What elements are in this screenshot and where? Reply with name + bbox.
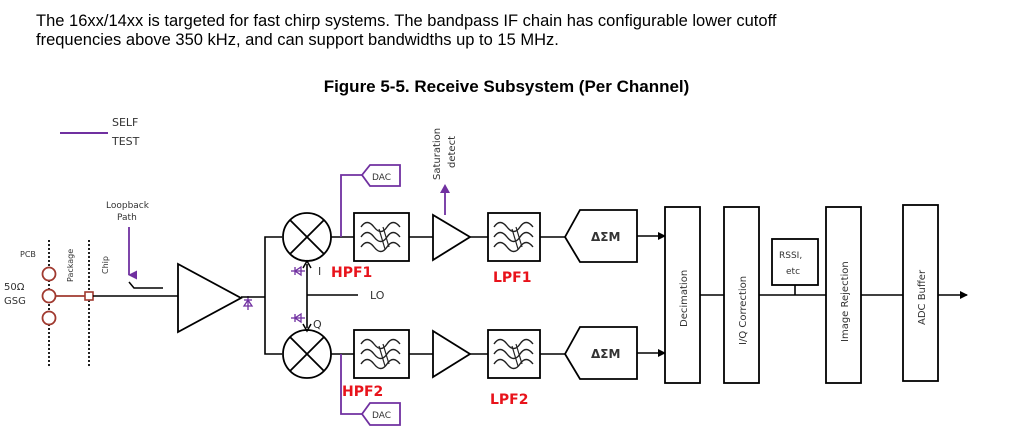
adc-buffer-label: ADC Buffer	[917, 269, 928, 325]
i-label: I	[318, 265, 321, 278]
saturation-arrow-icon	[440, 184, 450, 193]
lpf1-annotation: LPF1	[493, 270, 532, 286]
hpf1-annotation: HPF1	[331, 265, 372, 281]
self-test-legend-label-2: TEST	[111, 135, 140, 148]
intro-paragraph: The 16xx/14xx is targeted for fast chirp…	[36, 12, 996, 50]
dac-top-box	[360, 164, 401, 187]
adc2-label: ΔΣM	[591, 347, 620, 361]
adc2-delta-sigma: ΔΣM	[563, 326, 638, 380]
image-rejection-block: Image Rejection	[825, 206, 862, 384]
loopback-coupler	[128, 281, 163, 289]
rssi-block: RSSI, etc	[771, 238, 819, 295]
paragraph-line-2: frequencies above 350 kHz, and can suppo…	[36, 31, 559, 49]
lo-q-arrow-icon	[302, 323, 312, 333]
lo-q-test-diode-icon	[290, 313, 306, 323]
hpf2-annotation: HPF2	[342, 384, 383, 400]
lna-amplifier-icon	[177, 262, 243, 334]
saturation-detect: Saturation detect	[432, 128, 458, 215]
port-type-label: GSG	[4, 296, 26, 307]
decimation-label: Decimation	[679, 270, 690, 327]
lpf1-filter	[487, 212, 541, 262]
if-amp2-icon	[432, 329, 472, 379]
self-test-legend-label-1: SELF	[112, 116, 138, 129]
adc1-delta-sigma: ΔΣM	[563, 209, 638, 263]
iq-correction-label: I/Q Correction	[738, 276, 749, 345]
lo-label: LO	[370, 289, 385, 302]
dac-top: DAC	[340, 164, 401, 237]
package-label: Package	[66, 249, 75, 282]
image-rejection-label: Image Rejection	[840, 261, 851, 342]
port-impedance-label: 50Ω	[4, 282, 25, 293]
gsg-port: 50Ω GSG	[4, 266, 94, 326]
self-test-legend: SELF TEST	[60, 116, 140, 148]
signal-pad-icon	[41, 288, 57, 304]
mixer-split-line	[264, 236, 282, 355]
mixer-i-icon	[282, 212, 332, 262]
ground-pad-bottom-icon	[41, 310, 57, 326]
dac-top-label: DAC	[372, 173, 391, 183]
decimation-block: Decimation	[664, 206, 701, 384]
loopback-label-2: Path	[117, 213, 137, 223]
dac-bottom-label: DAC	[372, 411, 391, 421]
saturation-label-1: Saturation	[432, 128, 443, 180]
adc1-label: ΔΣM	[591, 230, 620, 244]
saturation-label-2: detect	[447, 136, 458, 168]
dac-bottom: DAC	[340, 354, 401, 426]
lo-distribution: LO I Q	[290, 259, 385, 333]
loopback-path: Loopback Path	[106, 201, 163, 289]
ground-pad-top-icon	[41, 266, 57, 282]
mixer-q-icon	[282, 329, 332, 379]
hpf2-filter	[353, 329, 410, 379]
dac-bottom-line	[340, 354, 362, 415]
lna-test-diode-icon	[243, 295, 253, 311]
loopback-label-1: Loopback	[106, 201, 150, 211]
q-label: Q	[313, 318, 322, 331]
lo-i-test-diode-icon	[290, 266, 306, 276]
pcb-label: PCB	[20, 250, 36, 259]
paragraph-line-1: The 16xx/14xx is targeted for fast chirp…	[36, 12, 777, 30]
adc-buffer-block: ADC Buffer	[902, 204, 939, 382]
dac-bottom-box	[360, 402, 401, 426]
hpf1-filter	[353, 212, 410, 262]
bond-pad-icon	[84, 291, 94, 301]
rssi-label-1: RSSI,	[779, 251, 802, 261]
rssi-label-2: etc	[786, 267, 800, 277]
lpf2-annotation: LPF2	[490, 392, 529, 408]
chip-label: Chip	[101, 256, 110, 274]
lpf2-filter	[487, 329, 541, 379]
figure-title: Figure 5-5. Receive Subsystem (Per Chann…	[323, 77, 690, 96]
boundary-lines: PCB Package Chip	[20, 240, 110, 368]
lo-i-arrow-icon	[302, 259, 312, 269]
if-amp1-icon	[432, 213, 472, 262]
iq-correction-block: I/Q Correction	[723, 206, 760, 384]
dac-top-line	[340, 174, 362, 237]
